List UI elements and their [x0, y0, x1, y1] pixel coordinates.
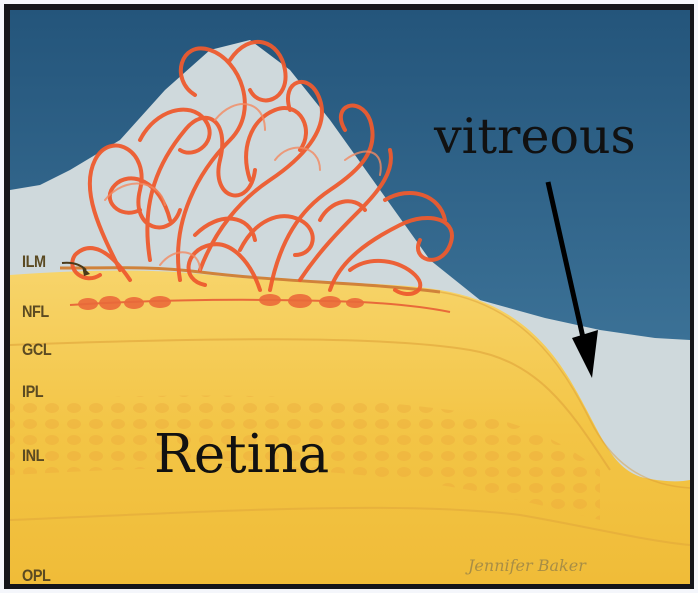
vitreous-label: vitreous: [434, 108, 636, 165]
layer-label-ipl: IPL: [22, 382, 43, 402]
layer-label-ilm: ILM: [22, 252, 46, 272]
layer-label-nfl: NFL: [22, 302, 49, 322]
layer-label-inl: INL: [22, 446, 44, 466]
retina-label: Retina: [154, 424, 329, 485]
layer-label-opl: OPL: [22, 566, 50, 586]
artist-signature: Jennifer Baker: [468, 556, 586, 575]
layer-label-gcl: GCL: [22, 340, 51, 360]
